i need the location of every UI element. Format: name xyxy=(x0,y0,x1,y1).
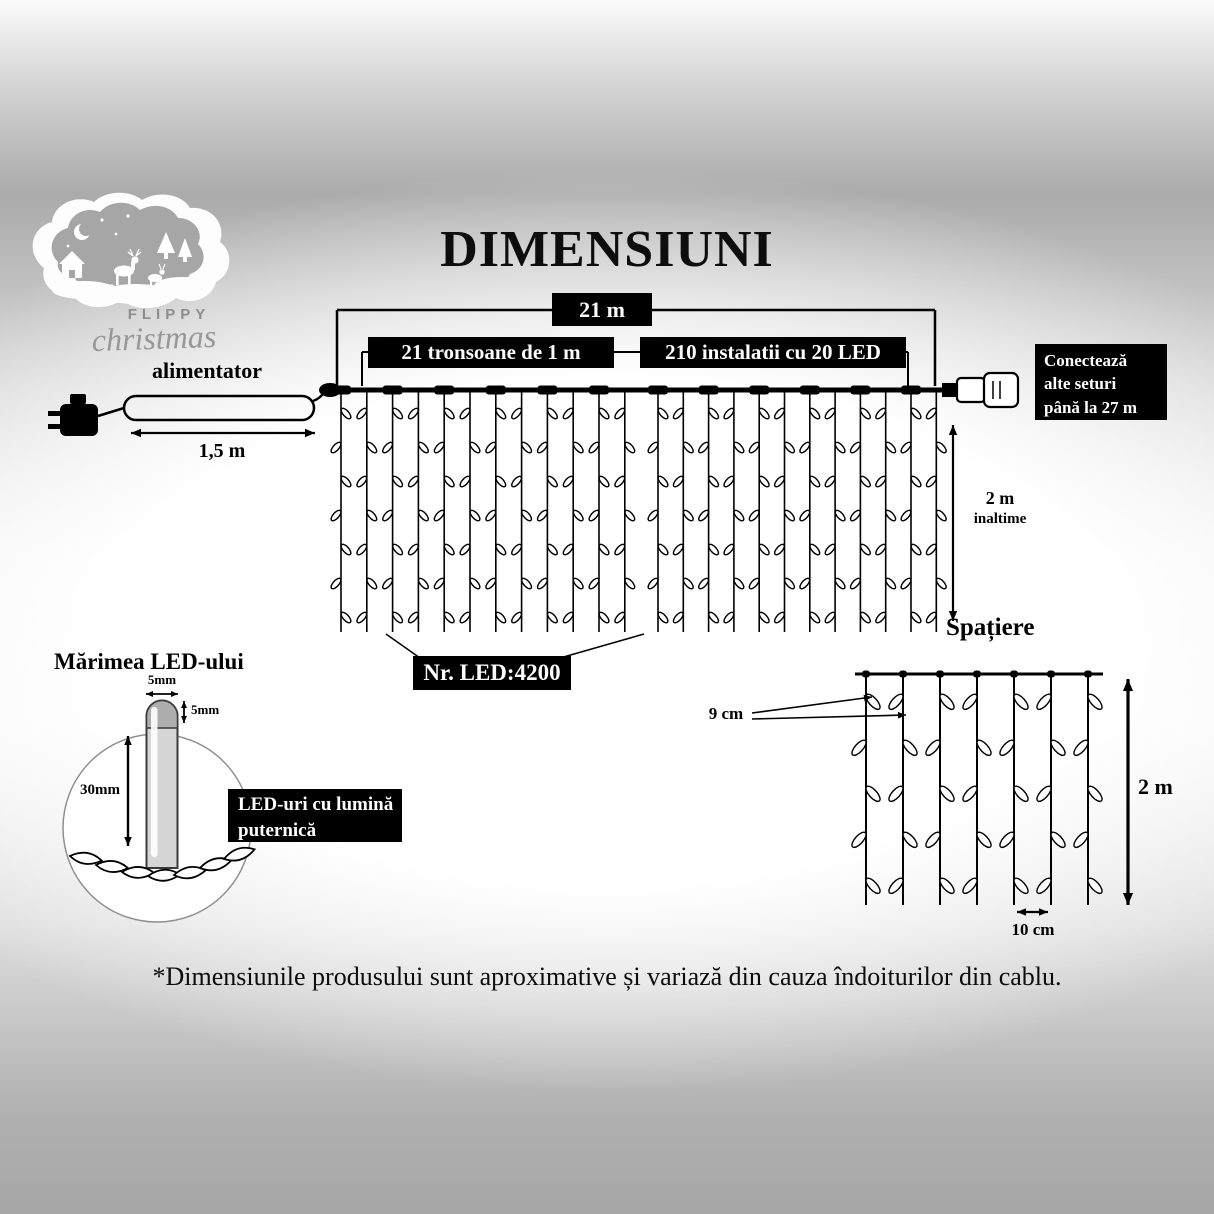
curtain-height-value: 2 m xyxy=(985,488,1015,508)
reindeer-icons xyxy=(114,248,166,288)
bulb-gap-label: 10 cm xyxy=(1011,920,1055,939)
spacing-heading: Spațiere xyxy=(946,614,1035,641)
led-note-line1: LED-uri cu lumină xyxy=(238,794,394,815)
disclaimer-note: *Dimensiunile produsului sunt aproximati… xyxy=(152,962,1062,991)
curtain-height-label: 2 m inaltime xyxy=(962,487,1038,528)
end-connector-drawing xyxy=(942,371,1020,409)
tree-icons xyxy=(157,232,192,262)
installations-label: 210 instalatii cu 20 LED xyxy=(640,337,906,368)
connect-note-line1: Conectează xyxy=(1044,351,1128,370)
curtain-height-word: inaltime xyxy=(973,510,1027,527)
flippy-christmas-logo: FLIPPY christmas xyxy=(24,190,242,375)
led-count-label: Nr. LED:4200 xyxy=(413,656,571,690)
led-bulb-drawing xyxy=(145,699,179,869)
adapter-label: alimentator xyxy=(152,358,262,383)
logo-brand-script: christmas xyxy=(91,317,217,359)
logo-brand-name: FLIPPY xyxy=(127,306,211,323)
spacing-height-label: 2 m xyxy=(1138,774,1173,799)
power-adapter-drawing xyxy=(48,391,326,436)
total-width-label: 21 m xyxy=(552,293,652,326)
logo-papercut-scene xyxy=(32,192,230,309)
connect-note-line3: până la 27 m xyxy=(1044,397,1138,417)
drop-gap-label: 9 cm xyxy=(708,704,744,723)
connect-note-box: Conectează alte seturi până la 27 m xyxy=(1035,344,1167,420)
led-note-box: LED-uri cu lumină puternică xyxy=(228,789,402,842)
cap-width-label: 5mm xyxy=(147,672,177,687)
led-note-line2: puternică xyxy=(238,819,317,841)
house-icon xyxy=(59,251,85,278)
cord-length-label: 1,5 m xyxy=(198,440,246,462)
connect-note-line2: alte seturi xyxy=(1044,374,1117,394)
body-height-label: 30mm xyxy=(80,782,120,798)
sections-label: 21 tronsoane de 1 m xyxy=(368,337,614,368)
page-title: DIMENSIUNI xyxy=(440,221,774,278)
led-size-heading: Mărimea LED-ului xyxy=(54,649,244,674)
cap-height-label: 5mm xyxy=(191,702,220,717)
